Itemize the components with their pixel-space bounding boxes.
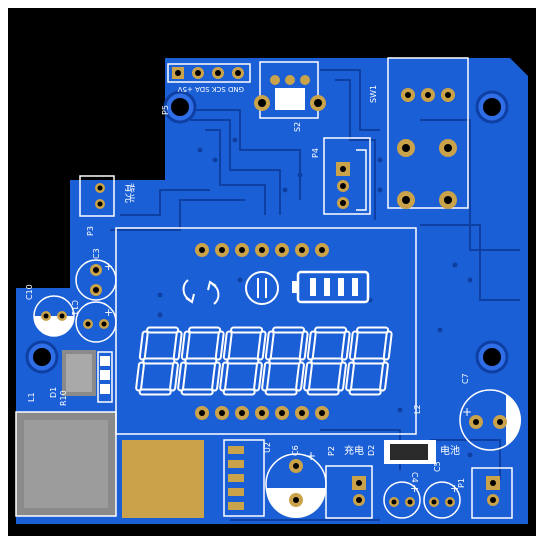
svg-text:+: + [410, 482, 419, 495]
digit-6 [345, 326, 393, 396]
segment-inner [381, 363, 387, 390]
label-p4: P4 [311, 148, 320, 158]
label-p3: P3 [86, 226, 95, 236]
segment-inner [308, 332, 315, 359]
svg-text:+: + [462, 405, 472, 419]
label-r10: R10 [59, 390, 68, 406]
label-p3-text: 背光 [123, 183, 136, 203]
label-c3: C3 [92, 248, 101, 259]
segment-inner [305, 363, 311, 390]
segment-inner [140, 332, 147, 359]
label-p5: P5 [161, 105, 170, 115]
connector-p4: P4 [311, 137, 371, 215]
svg-text:+: + [58, 320, 67, 333]
connector-p3: 背光 P3 [79, 175, 136, 236]
label-l2: L2 [413, 404, 422, 414]
capacitor-c3: + C3 [75, 248, 117, 301]
segment-inner [182, 332, 189, 359]
battery-icon [292, 270, 370, 304]
label-sw1: SW1 [369, 85, 378, 103]
toggle-circle-icon [245, 271, 279, 305]
rotate-arrows-icon [182, 279, 220, 305]
inductor-l1: L1 [15, 392, 117, 517]
label-c10: C10 [25, 284, 34, 300]
segment-inner [213, 363, 219, 390]
label-l1: L1 [27, 392, 36, 402]
segment-inner [300, 332, 307, 359]
capacitor-c7: + C7 [459, 373, 522, 451]
digit-2 [177, 326, 225, 396]
connector-p2: 充电 P2 [325, 444, 373, 519]
segment-inner [221, 363, 227, 390]
label-d1: D1 [49, 387, 58, 398]
diode-d2: D2 [367, 440, 436, 464]
segment-inner [179, 363, 185, 390]
capacitor-c4: + C4 [383, 472, 421, 519]
segment-inner [224, 332, 231, 359]
label-s2: S2 [293, 122, 302, 132]
lcd-display [115, 227, 417, 435]
capacitor-c10: + C10 [25, 284, 75, 337]
digit-1 [135, 326, 183, 396]
label-p2: P2 [327, 446, 336, 456]
label-c7: C7 [461, 373, 470, 384]
svg-text:+: + [104, 260, 113, 273]
digit-5 [303, 326, 351, 396]
label-p2-text: 充电 [344, 444, 364, 457]
segment-inner [266, 332, 273, 359]
label-c11: C11 [70, 300, 79, 316]
segment-inner [350, 332, 357, 359]
segment-inner [137, 363, 143, 390]
svg-text:+: + [450, 482, 459, 495]
segment-inner [255, 363, 261, 390]
svg-text:+: + [104, 306, 113, 319]
label-p1-text: 电池 [440, 444, 460, 457]
seven-segment-digits [135, 326, 393, 396]
label-c4: C4 [410, 472, 419, 483]
label-p5-pins: GND SCK SDA +5V [178, 85, 244, 93]
switch-sw1: SW1 [369, 57, 469, 209]
digit-4 [261, 326, 309, 396]
label-d2: D2 [367, 445, 376, 456]
segment-inner [297, 363, 303, 390]
digit-3 [219, 326, 267, 396]
connector-p1: 电池 P1 [440, 444, 513, 519]
label-c6: C6 [291, 445, 300, 456]
lcd-pins-top [195, 243, 329, 257]
label-p1: P1 [457, 478, 466, 488]
lcd-pins-bottom [195, 406, 329, 420]
segment-inner [174, 332, 181, 359]
segment-inner [263, 363, 269, 390]
resistor-r10-diode-d1: R10 D1 [49, 350, 113, 406]
segment-inner [171, 363, 177, 390]
mounting-holes [25, 90, 509, 374]
segment-inner [342, 332, 349, 359]
segment-inner [339, 363, 345, 390]
power-pad-large [122, 440, 204, 518]
ic-u2: U2 [223, 439, 272, 517]
capacitor-c5: + C5 [423, 461, 461, 519]
switch-s2: S2 [254, 61, 326, 132]
segment-inner [347, 363, 353, 390]
segment-inner [384, 332, 391, 359]
label-c5: C5 [433, 461, 442, 472]
header-p5: GND SCK SDA +5V P5 [161, 63, 251, 115]
label-u2: U2 [263, 442, 272, 453]
svg-text:+: + [306, 449, 316, 463]
segment-inner [216, 332, 223, 359]
segment-inner [258, 332, 265, 359]
